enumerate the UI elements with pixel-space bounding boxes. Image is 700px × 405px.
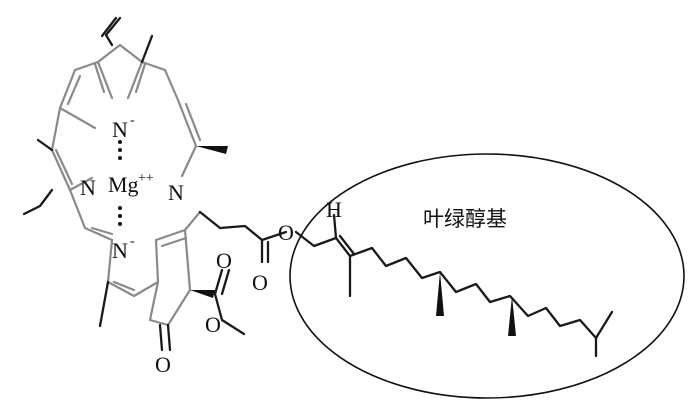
- side-chains: [22, 16, 288, 352]
- oxygen-ester-link: O: [278, 220, 294, 245]
- nitrogen-top-charge: -: [130, 113, 135, 128]
- magnesium-label: Mg: [108, 172, 139, 197]
- nitrogen-bottom-label: N: [112, 238, 128, 263]
- nitrogen-right-label: N: [168, 180, 184, 205]
- phytyl-wedge-1: [436, 272, 444, 316]
- nitrogen-top-label: N: [112, 117, 128, 142]
- hydrogen-label: H: [326, 197, 342, 222]
- oxygen-ester-carbonyl: O: [216, 248, 232, 273]
- phytyl-chain: [294, 213, 614, 358]
- methyl-wedge: [196, 146, 228, 154]
- phytyl-group-label: 叶绿醇基: [423, 207, 507, 231]
- ester-wedge: [190, 290, 215, 298]
- phytyl-group-ellipse: [289, 153, 685, 399]
- nitrogen-left-label: N: [80, 175, 96, 200]
- coordination-dots: [118, 140, 122, 226]
- atom-labels: N - N Mg ++ N N - O O O O O H: [80, 113, 342, 377]
- oxygen-ketone: O: [155, 352, 171, 377]
- oxygen-propionate-carbonyl: O: [252, 270, 268, 295]
- nitrogen-bottom-charge: -: [130, 234, 135, 249]
- magnesium-charge: ++: [138, 171, 154, 186]
- phytyl-wedge-2: [508, 296, 516, 336]
- oxygen-ester-single: O: [205, 312, 221, 337]
